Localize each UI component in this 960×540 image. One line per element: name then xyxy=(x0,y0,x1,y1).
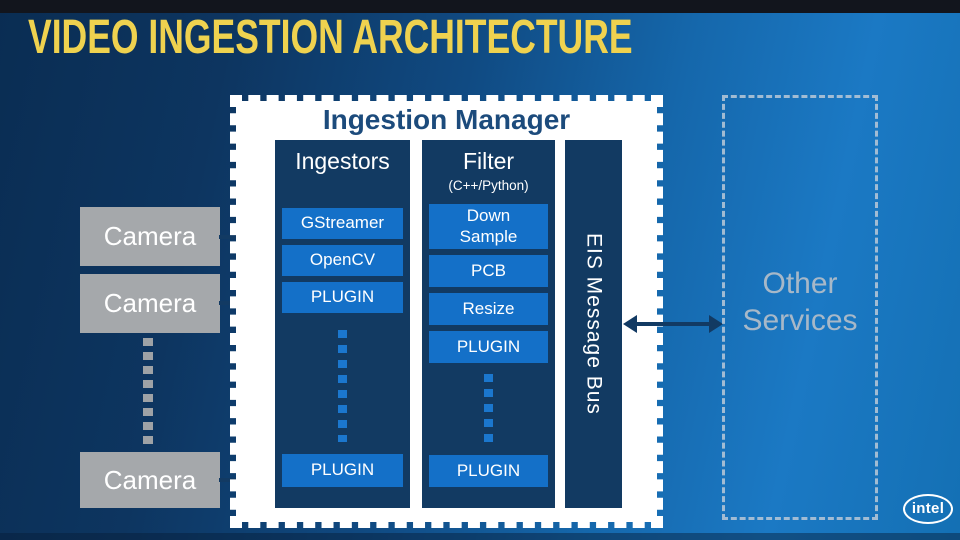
camera-box-2: Camera xyxy=(80,274,220,333)
ingestors-header: Ingestors xyxy=(295,148,390,174)
top-bar xyxy=(0,0,960,13)
camera-box-1: Camera xyxy=(80,207,220,266)
camera-label: Camera xyxy=(103,221,197,251)
arrow-bus-other-services xyxy=(623,315,723,333)
camera-label: Camera xyxy=(103,464,197,495)
eis-message-bus-label: EIS Message Bus xyxy=(582,233,606,415)
other-services-label: Other Services xyxy=(742,267,858,337)
ingestors-ellipsis-dots xyxy=(337,330,347,442)
intel-logo: intel xyxy=(903,494,953,524)
arrowhead-right-icon xyxy=(709,315,723,333)
camera-box-3: Camera xyxy=(80,452,220,508)
filter-block-downsample: Down Sample xyxy=(429,204,548,249)
filter-ellipsis-dots xyxy=(483,374,493,447)
intel-logo-text: intel xyxy=(911,500,945,517)
arrow-shaft xyxy=(633,322,713,326)
filter-header: Filter xyxy=(462,148,515,174)
slide-title: VIDEO INGESTION ARCHITECTURE xyxy=(28,11,633,64)
ingestor-block-opencv: OpenCV xyxy=(282,245,403,276)
filter-column: Filter (C++/Python) Down Sample PCB Resi… xyxy=(422,140,555,508)
ingestion-manager-title: Ingestion Manager xyxy=(322,104,571,135)
ingestors-column: Ingestors GStreamer OpenCV PLUGIN PLUGIN xyxy=(275,140,410,508)
ingestion-manager-panel: Ingestion Manager Ingestors GStreamer Op… xyxy=(230,95,663,528)
cameras-ellipsis-dots xyxy=(143,338,153,450)
other-services-box: Other Services xyxy=(722,95,878,520)
ingestor-block-plugin-bottom: PLUGIN xyxy=(282,454,403,487)
eis-message-bus-bar: EIS Message Bus xyxy=(565,140,622,508)
bottom-bar xyxy=(0,533,960,540)
ingestor-block-gstreamer: GStreamer xyxy=(282,208,403,239)
camera-label: Camera xyxy=(103,288,197,318)
filter-block-resize: Resize xyxy=(429,293,548,325)
ingestor-block-plugin: PLUGIN xyxy=(282,282,403,313)
filter-block-plugin: PLUGIN xyxy=(429,331,548,363)
filter-subheader: (C++/Python) xyxy=(448,178,529,193)
filter-block-plugin-bottom: PLUGIN xyxy=(429,455,548,487)
filter-block-pcb: PCB xyxy=(429,255,548,287)
arrowhead-left-icon xyxy=(623,315,637,333)
